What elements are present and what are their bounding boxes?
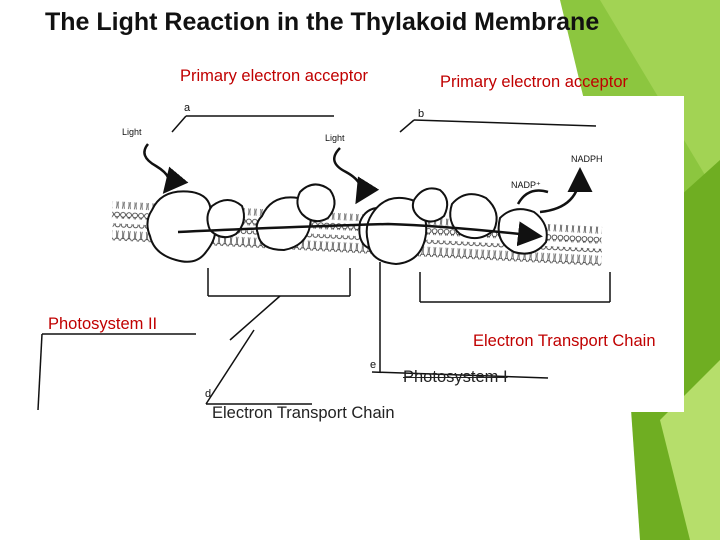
photosystem-i-complex: [365, 196, 428, 266]
pq-complex: [206, 199, 245, 239]
electron-flow-path: [177, 221, 543, 247]
nadph-label: NADPH: [571, 154, 603, 164]
page-title: The Light Reaction in the Thylakoid Memb…: [45, 8, 600, 36]
reductase-complex: [449, 193, 498, 240]
light-arrow-1: [143, 143, 189, 194]
nadp-label: NADP⁺: [511, 180, 541, 190]
label-photosystem-ii: Photosystem II: [48, 315, 158, 333]
cytochrome-complex: [255, 196, 312, 252]
nadph-arrow: [539, 167, 593, 214]
letter-d: d: [205, 388, 212, 400]
label-photosystem-i: Photosystem I: [403, 368, 508, 386]
label-etc-right: Electron Transport Chain: [473, 332, 656, 350]
letter-b: b: [418, 108, 425, 120]
photosystem-ii-complex: [146, 190, 217, 263]
light-label-2: Light: [325, 133, 345, 143]
light-arrows: [143, 143, 380, 205]
label-primary-acceptor-right: Primary electron acceptor: [440, 73, 628, 91]
light-arrow-2: [333, 147, 380, 205]
nadp-curve: [516, 189, 549, 205]
electron-flow-arrows: [177, 167, 593, 247]
label-etc-bottom: Electron Transport Chain: [212, 404, 395, 422]
pointer-lines: [37, 115, 611, 411]
light-label-1: Light: [122, 127, 142, 137]
pc-complex: [296, 183, 336, 223]
label-primary-acceptor-left: Primary electron acceptor: [180, 67, 368, 85]
ferredoxin-complex: [411, 187, 449, 223]
letter-a: a: [184, 102, 191, 114]
letter-e: e: [370, 359, 377, 371]
protein-complexes: [146, 183, 548, 266]
